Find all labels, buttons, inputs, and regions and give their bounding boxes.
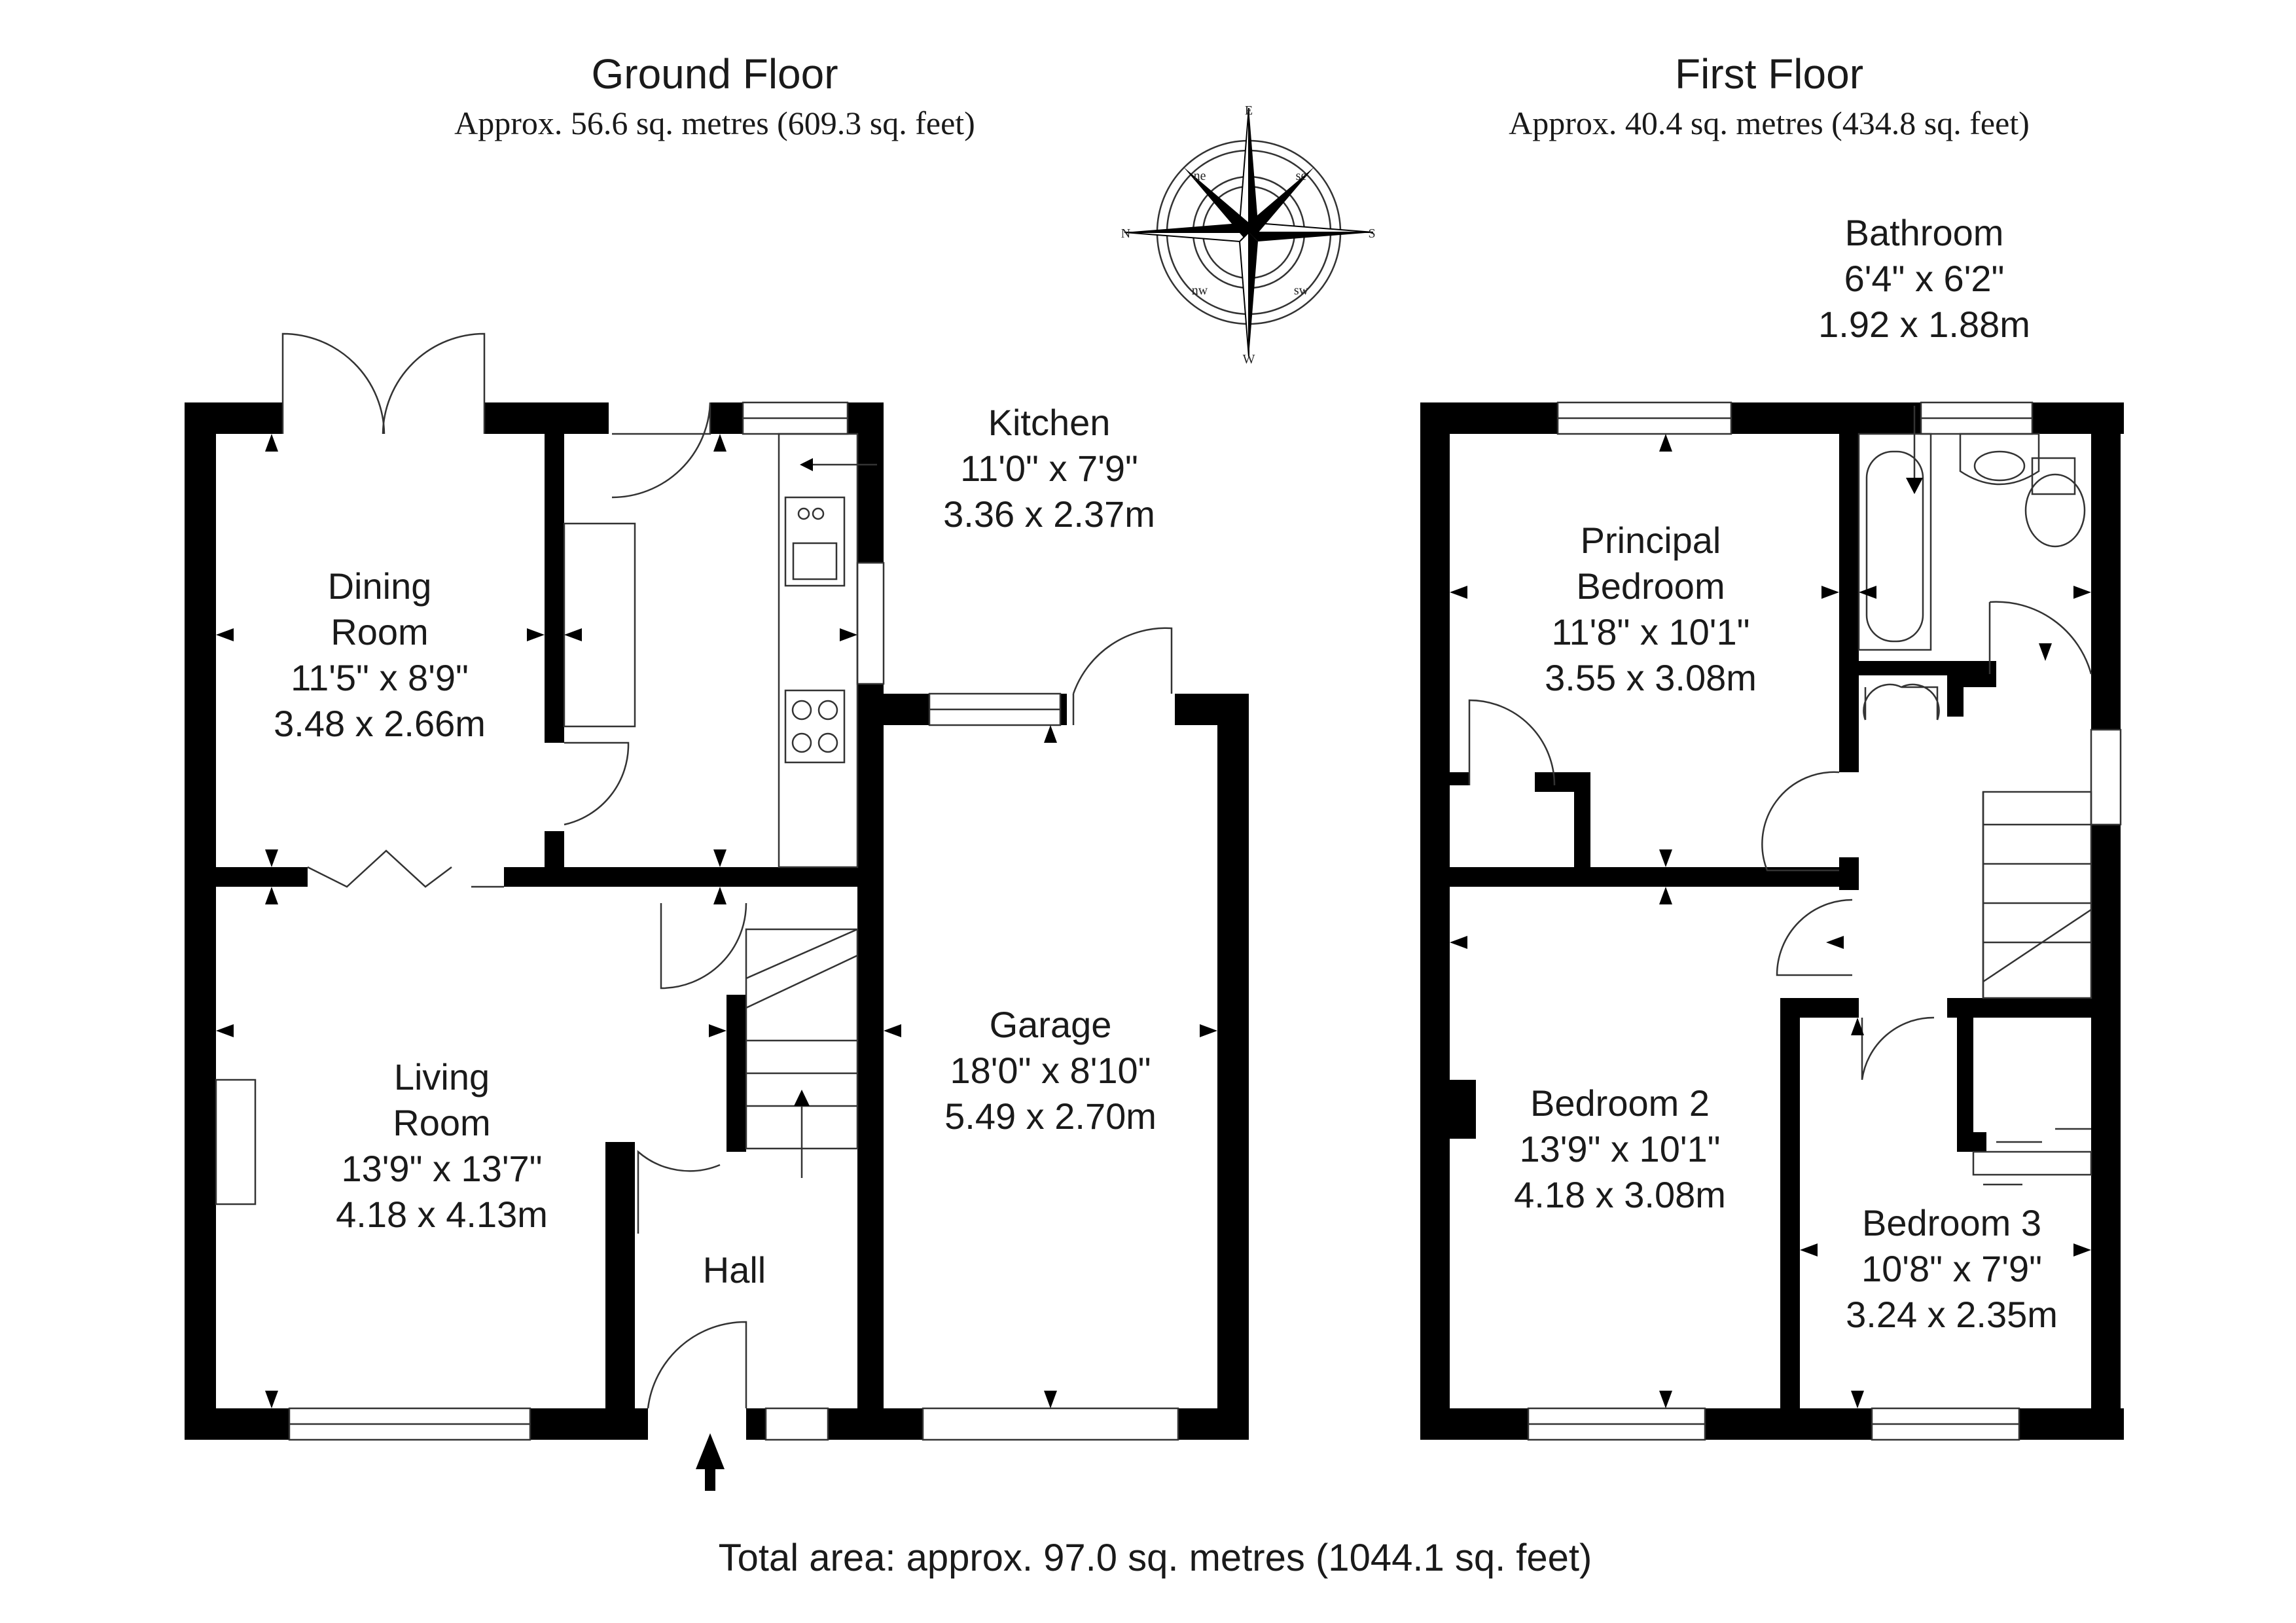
svg-text:10'8" x 7'9": 10'8" x 7'9" — [1861, 1248, 2042, 1289]
compass-north-label: N — [1121, 226, 1130, 241]
ground-floor-fixtures — [215, 332, 1179, 1491]
living-room-label: Living Room 13'9" x 13'7" 4.18 x 4.13m — [336, 1056, 548, 1235]
svg-text:5.49 x 2.70m: 5.49 x 2.70m — [944, 1096, 1157, 1137]
svg-text:4.18 x 3.08m: 4.18 x 3.08m — [1514, 1174, 1726, 1215]
ground-floor-title: Ground Floor — [591, 50, 838, 98]
dining-room-label: Dining Room 11'5" x 8'9" 3.48 x 2.66m — [274, 565, 486, 744]
svg-text:11'0" x 7'9": 11'0" x 7'9" — [960, 448, 1138, 489]
svg-text:Bedroom 3: Bedroom 3 — [1862, 1202, 2041, 1243]
ground-floor-walls — [185, 402, 1249, 1440]
svg-text:Garage: Garage — [990, 1004, 1112, 1045]
first-floor-walls — [1420, 402, 2124, 1440]
first-floor-heading: First Floor Approx. 40.4 sq. metres (434… — [1509, 50, 2030, 141]
ground-floor-heading: Ground Floor Approx. 56.6 sq. metres (60… — [454, 50, 975, 141]
svg-text:11'8" x 10'1": 11'8" x 10'1" — [1552, 611, 1750, 652]
svg-text:13'9" x 10'1": 13'9" x 10'1" — [1519, 1128, 1720, 1169]
svg-text:3.55 x 3.08m: 3.55 x 3.08m — [1545, 657, 1757, 698]
principal-bedroom-label: Principal Bedroom 11'8" x 10'1" 3.55 x 3… — [1545, 520, 1757, 698]
entrance-arrow-icon — [696, 1433, 725, 1491]
bathroom-label: Bathroom 6'4" x 6'2" 1.92 x 1.88m — [1818, 212, 2030, 345]
compass-rose-icon: E W N S ne se sw nw — [1121, 103, 1376, 366]
compass-se-label: se — [1296, 169, 1307, 183]
garage-label: Garage 18'0" x 8'10" 5.49 x 2.70m — [944, 1004, 1157, 1137]
svg-text:6'4" x 6'2": 6'4" x 6'2" — [1844, 258, 2005, 299]
bedroom-3-label: Bedroom 3 10'8" x 7'9" 3.24 x 2.35m — [1846, 1202, 2058, 1335]
hall-label: Hall — [703, 1249, 766, 1291]
svg-text:3.36 x 2.37m: 3.36 x 2.37m — [943, 493, 1155, 535]
svg-text:3.48 x 2.66m: 3.48 x 2.66m — [274, 703, 486, 744]
svg-text:3.24 x 2.35m: 3.24 x 2.35m — [1846, 1294, 2058, 1335]
dimension-arrows — [216, 434, 2091, 1408]
first-floor-title: First Floor — [1675, 50, 1863, 98]
svg-text:Principal: Principal — [1581, 520, 1721, 561]
svg-text:4.18 x 4.13m: 4.18 x 4.13m — [336, 1194, 548, 1235]
first-floor-fixtures — [1468, 401, 2122, 1441]
svg-text:Bedroom 2: Bedroom 2 — [1530, 1082, 1710, 1124]
svg-text:Living: Living — [394, 1056, 490, 1097]
svg-text:Bathroom: Bathroom — [1845, 212, 2004, 253]
svg-text:11'5" x 8'9": 11'5" x 8'9" — [291, 657, 469, 698]
ground-floor-area: Approx. 56.6 sq. metres (609.3 sq. feet) — [454, 105, 975, 141]
total-area: Total area: approx. 97.0 sq. metres (104… — [719, 1537, 1592, 1579]
svg-text:Kitchen: Kitchen — [988, 402, 1111, 443]
first-floor-area: Approx. 40.4 sq. metres (434.8 sq. feet) — [1509, 105, 2030, 141]
compass-sw-label: sw — [1294, 283, 1309, 298]
kitchen-label: Kitchen 11'0" x 7'9" 3.36 x 2.37m — [943, 402, 1155, 535]
svg-text:1.92 x 1.88m: 1.92 x 1.88m — [1818, 304, 2030, 345]
svg-text:Room: Room — [393, 1102, 490, 1143]
bedroom-2-label: Bedroom 2 13'9" x 10'1" 4.18 x 3.08m — [1514, 1082, 1726, 1215]
compass-ne-label: ne — [1194, 169, 1206, 183]
svg-text:18'0" x 8'10": 18'0" x 8'10" — [950, 1050, 1151, 1091]
compass-west-label: W — [1243, 352, 1255, 366]
room-labels: Dining Room 11'5" x 8'9" 3.48 x 2.66m Ki… — [274, 212, 2058, 1335]
svg-text:13'9" x 13'7": 13'9" x 13'7" — [341, 1148, 542, 1189]
svg-text:Dining: Dining — [328, 565, 432, 607]
svg-text:Bedroom: Bedroom — [1576, 565, 1725, 607]
compass-east-label: E — [1245, 103, 1253, 118]
svg-text:Room: Room — [331, 611, 428, 652]
svg-text:Hall: Hall — [703, 1249, 766, 1291]
compass-nw-label: nw — [1192, 283, 1208, 298]
compass-south-label: S — [1368, 226, 1375, 241]
